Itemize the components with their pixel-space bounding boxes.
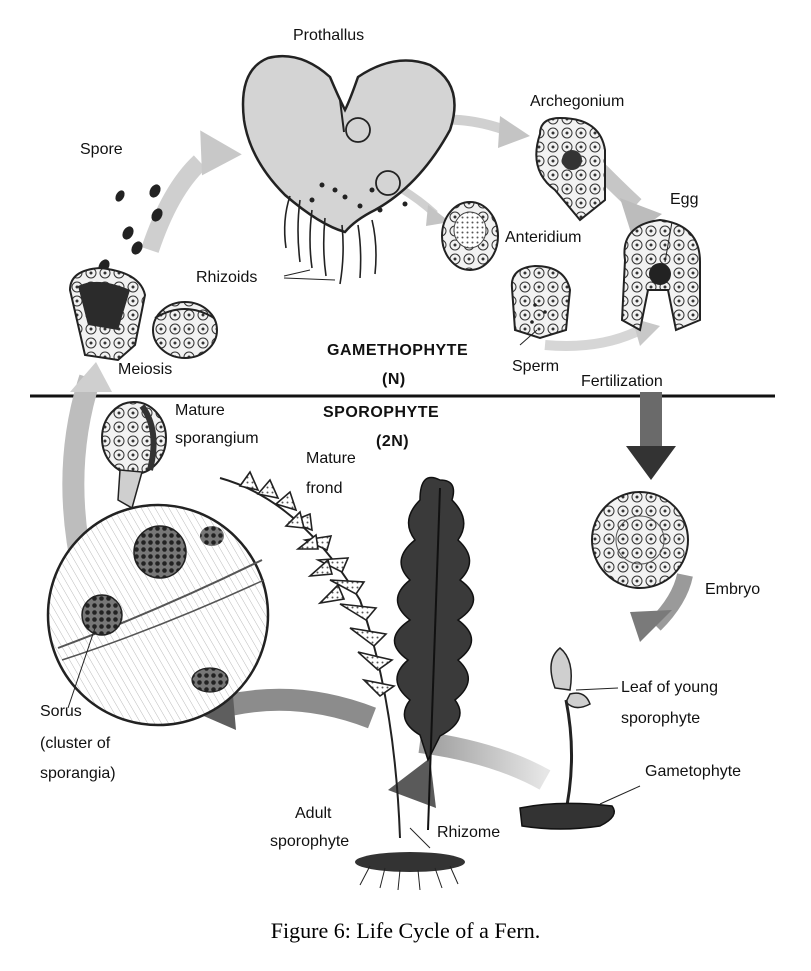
dark-frond-illustration [393, 476, 475, 831]
embryo-illustration [591, 491, 689, 589]
label-rhizome: Rhizome [437, 824, 501, 841]
label-fertilization: Fertilization [581, 373, 663, 390]
label-meiosis: Meiosis [118, 361, 173, 378]
label-sperm: Sperm [512, 358, 560, 375]
rhizoids-illustration [283, 195, 377, 285]
figure-caption: Figure 6: Life Cycle of a Fern. [270, 918, 541, 943]
label-embryo: Embryo [705, 581, 761, 598]
label-gametophyte-title: GAMETHOPHYTE [327, 342, 469, 359]
arrow-young-to-adult [418, 731, 551, 790]
sorus-magnified-view [46, 503, 270, 727]
arrow-adult-to-sorus [227, 688, 376, 729]
label-gametophyte-ploidy: (N) [382, 371, 406, 388]
mature-frond-illustration [219, 470, 401, 839]
label-mature-frond-line1: Mature [306, 450, 356, 467]
label-sporophyte-title: SPOROPHYTE [323, 404, 440, 421]
label-leaf-young-line1: Leaf of young [621, 679, 718, 696]
label-sorus-line3: sporangia) [40, 765, 116, 782]
label-mature-frond-line2: frond [306, 480, 343, 497]
egg-archegonium-illustration [620, 218, 701, 332]
label-adult-sporophyte-line2: sporophyte [270, 833, 350, 850]
arrow-fertilization-to-embryo [640, 392, 662, 448]
sperm-illustration [510, 264, 572, 346]
archegonium-illustration [535, 116, 606, 222]
label-prothallus: Prothallus [293, 27, 365, 44]
label-leaf-young-line2: sporophyte [621, 710, 701, 727]
label-sporophyte-ploidy: (2N) [376, 433, 410, 450]
label-rhizoids: Rhizoids [196, 269, 258, 286]
prothallus-illustration [241, 54, 456, 285]
label-sorus-line1: Sorus [40, 703, 82, 720]
label-gametophyte: Gametophyte [645, 763, 742, 780]
arrow-spore-to-prothallus [141, 155, 207, 253]
mature-sporangium-illustration [101, 401, 167, 510]
young-sporophyte-illustration [519, 647, 641, 830]
label-sorus-line2: (cluster of [40, 735, 111, 752]
anteridium-illustration [441, 201, 499, 271]
rhizome-illustration [355, 827, 465, 891]
label-mature-sporangium-line1: Mature [175, 402, 225, 419]
label-spore: Spore [80, 141, 123, 158]
label-egg: Egg [670, 191, 699, 208]
label-anteridium: Anteridium [505, 229, 582, 246]
label-archegonium: Archegonium [530, 93, 625, 110]
label-mature-sporangium-line2: sporangium [175, 430, 259, 447]
open-sporangium [68, 266, 218, 362]
label-adult-sporophyte-line1: Adult [295, 805, 332, 822]
